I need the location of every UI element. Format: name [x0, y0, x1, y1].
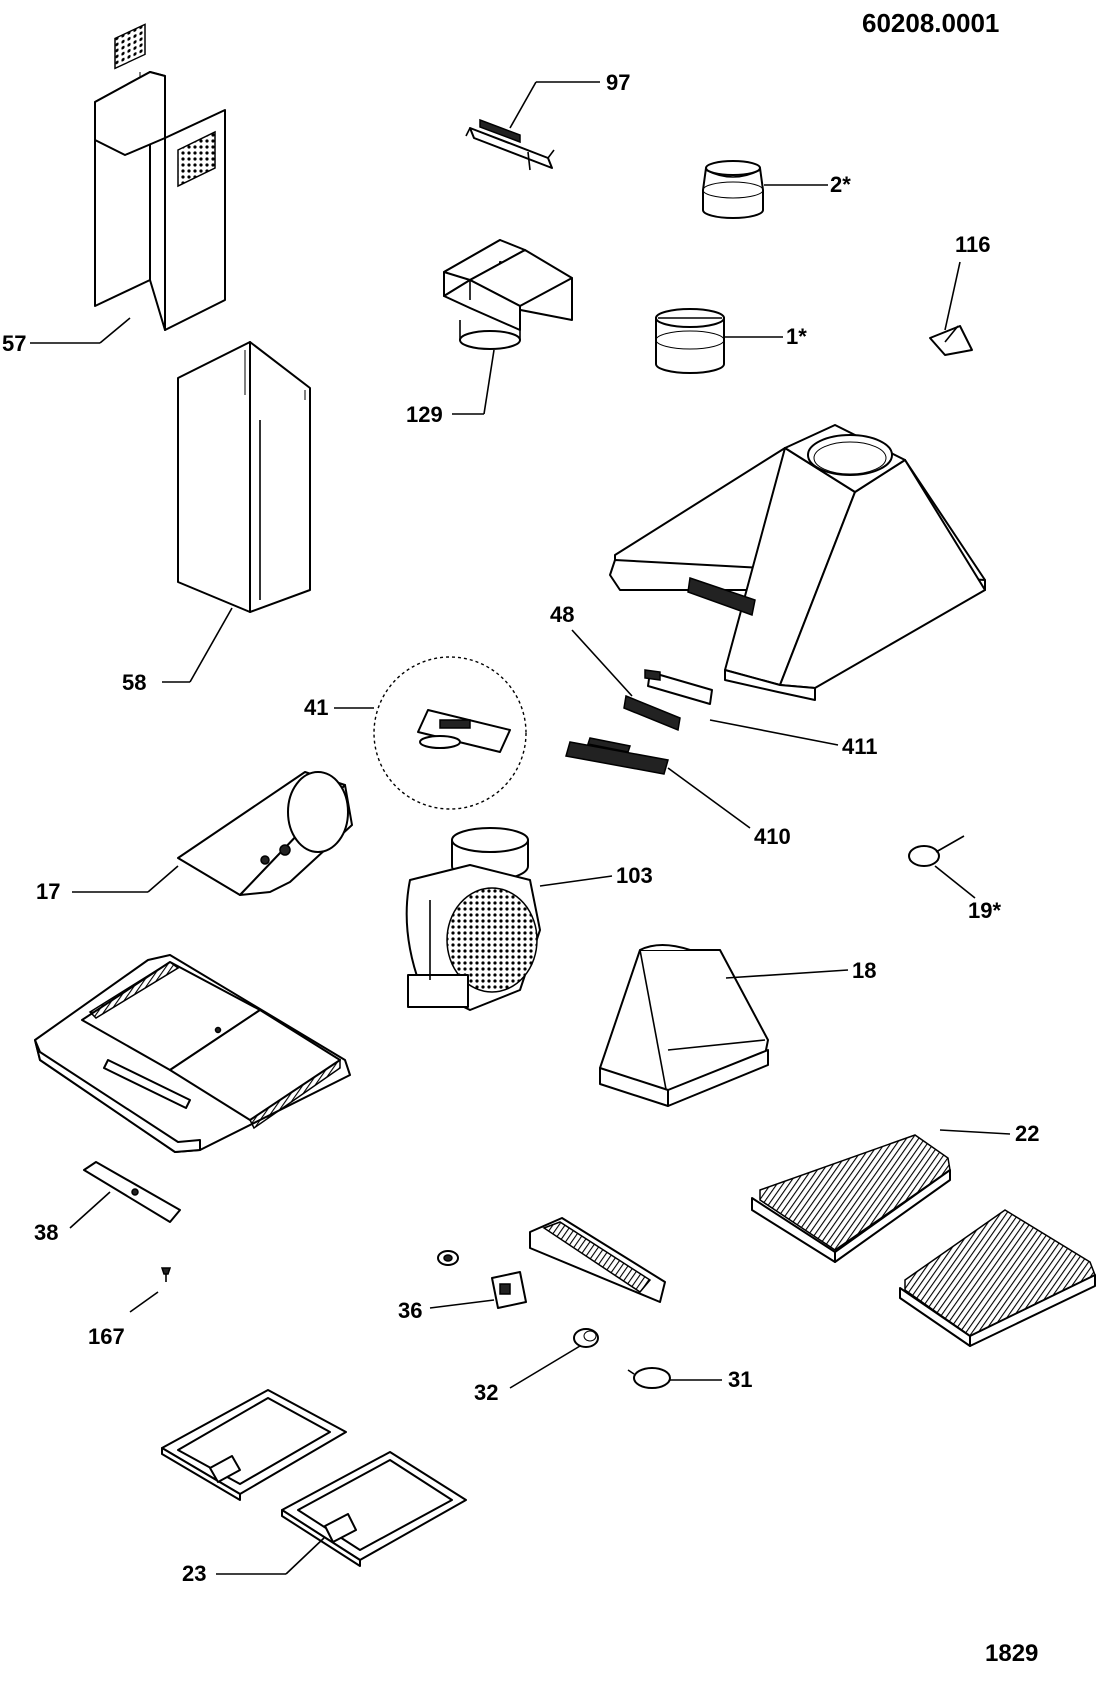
- callout-58: 58: [122, 670, 147, 695]
- part-410-bar: [565, 737, 669, 775]
- part-17-duct-adapter: [177, 771, 353, 896]
- callout-411: 411: [842, 734, 878, 759]
- callout-23: 23: [182, 1561, 207, 1586]
- part-129-diverter: [443, 239, 573, 350]
- small-part-nut: [437, 1250, 459, 1266]
- leader-38: [69, 1191, 111, 1229]
- part-1-damper: [655, 308, 725, 374]
- callout-97: 97: [606, 70, 631, 95]
- leader-48: [571, 629, 633, 697]
- hood-canopy: [609, 424, 986, 701]
- callout-41: 41: [304, 695, 329, 720]
- callout-48: 48: [550, 602, 575, 627]
- callout-116: 116: [955, 232, 991, 257]
- leader-58b: [189, 607, 233, 683]
- callout-31: 31: [728, 1367, 753, 1392]
- page-code: 1829: [985, 1640, 1039, 1667]
- callout-32: 32: [474, 1380, 499, 1405]
- leader-36: [429, 1299, 495, 1309]
- callout-18: 18: [852, 958, 877, 983]
- leader-410: [667, 767, 751, 829]
- part-58-lower-chimney: [177, 341, 311, 613]
- callout-167: 167: [88, 1324, 125, 1349]
- leader-129b: [483, 349, 495, 415]
- callout-1: 1*: [786, 324, 807, 349]
- part-48-411-switch-bars: [623, 669, 713, 732]
- callout-36: 36: [398, 1298, 423, 1323]
- leader-17b: [147, 865, 179, 893]
- callout-38: 38: [34, 1220, 59, 1245]
- part-2-collar: [702, 160, 764, 219]
- diagram-code: 60208.0001: [862, 8, 1000, 38]
- leader-167: [129, 1291, 159, 1313]
- part-38-handle: [83, 1161, 181, 1223]
- part-103-blower-motor: [405, 827, 541, 1011]
- leader-18: [725, 969, 849, 979]
- leader-23b: [285, 1537, 325, 1575]
- callout-17: 17: [36, 879, 61, 904]
- callout-2: 2*: [830, 172, 851, 197]
- part-116-clip: [929, 325, 973, 356]
- part-19-bulb: [908, 835, 965, 867]
- leader-411: [709, 719, 839, 746]
- part-22-charcoal-filters: [751, 1134, 1096, 1347]
- part-23-grease-filters: [161, 1389, 467, 1567]
- part-36-switch: [491, 1271, 527, 1309]
- leader-103: [539, 875, 613, 887]
- part-41-control-group: [373, 656, 527, 810]
- leader-116: [944, 261, 961, 331]
- control-panel-strip: [529, 1217, 666, 1303]
- part-97-bracket: [465, 118, 555, 171]
- callout-129: 129: [406, 402, 443, 427]
- part-32-knob: [573, 1328, 599, 1348]
- callout-103: 103: [616, 863, 653, 888]
- callout-410: 410: [754, 824, 791, 849]
- leader-97b: [509, 81, 537, 129]
- leader-22: [939, 1129, 1011, 1135]
- part-18-cover: [599, 944, 769, 1107]
- part-167-screw: [160, 1267, 172, 1282]
- leader-32: [509, 1345, 581, 1389]
- part-57-upper-chimney: [94, 23, 226, 331]
- part-31-lamp: [627, 1367, 671, 1389]
- leader-19: [934, 865, 976, 899]
- callout-22: 22: [1015, 1121, 1040, 1146]
- leader-57b: [99, 317, 131, 344]
- callout-19: 19*: [968, 898, 1002, 923]
- callout-57: 57: [2, 331, 27, 356]
- hood-bottom-panel: [34, 954, 351, 1153]
